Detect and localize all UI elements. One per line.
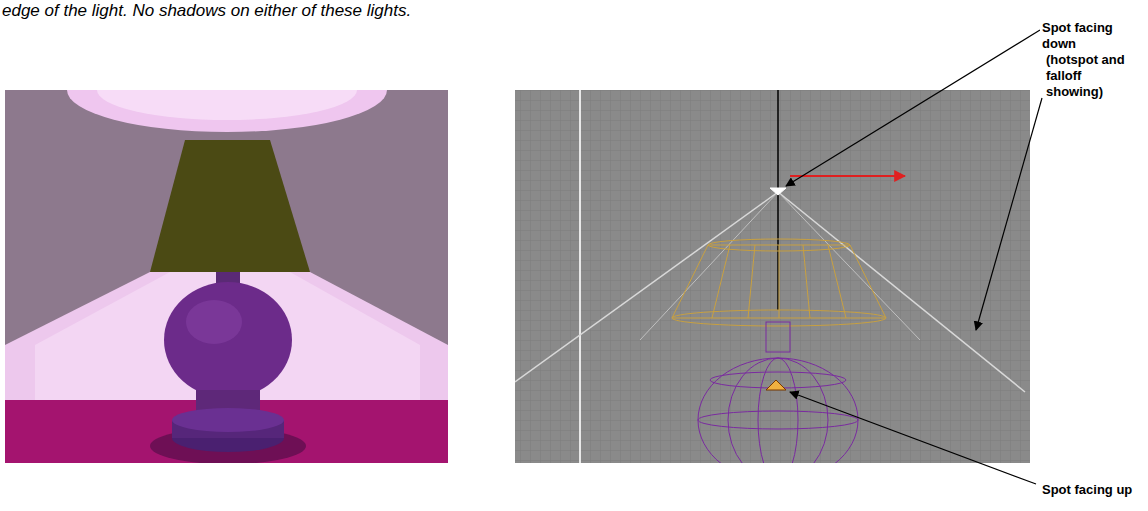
note-text: edge of the light. No shadows on either … xyxy=(2,1,411,21)
viewport-image xyxy=(515,90,1030,463)
callout-label: Spot facing up xyxy=(1040,482,1134,498)
render-image xyxy=(5,90,448,463)
callout-label: Spot facing down xyxy=(1040,20,1148,52)
leader-lines xyxy=(786,30,1042,484)
callout-label: (hotspot and falloff showing) xyxy=(1044,52,1144,100)
